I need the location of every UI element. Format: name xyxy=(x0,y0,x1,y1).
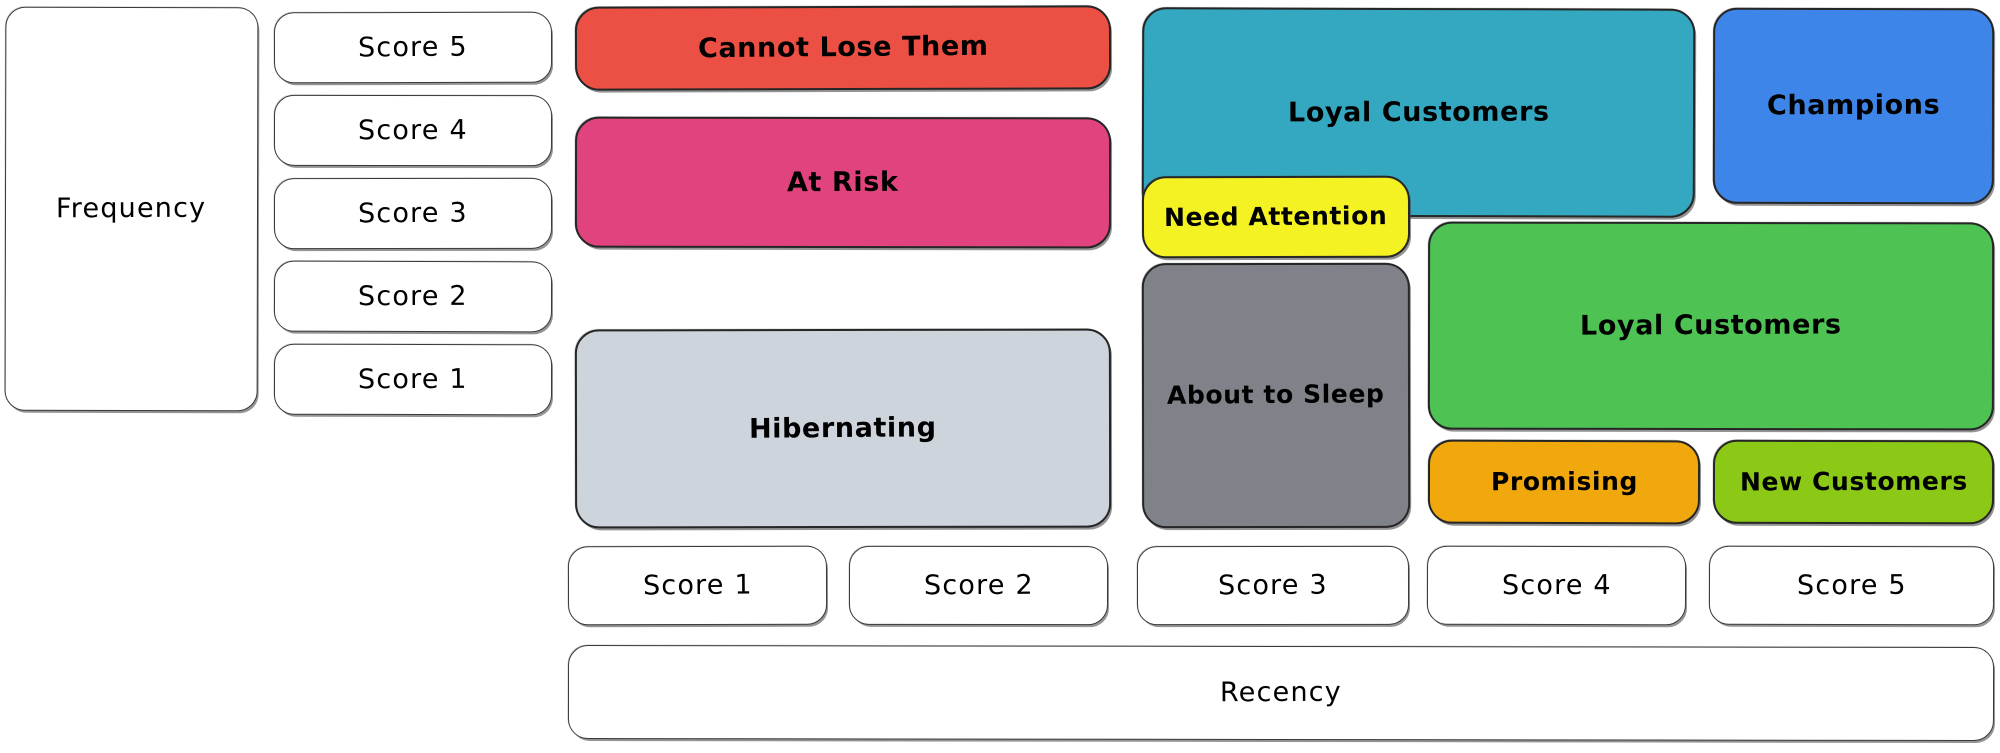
recency-score-1-box[interactable]: Score 1 xyxy=(567,545,828,626)
segment-about-to-sleep-label: About to Sleep xyxy=(1167,379,1385,410)
frequency-score-5-label: Score 5 xyxy=(357,31,469,64)
segment-promising-label: Promising xyxy=(1490,466,1638,496)
frequency-score-2-box[interactable]: Score 2 xyxy=(273,260,553,333)
recency-score-5-label: Score 5 xyxy=(1796,569,1907,602)
frequency-axis-label: Frequency xyxy=(56,193,207,225)
recency-score-4-label: Score 4 xyxy=(1501,569,1612,602)
recency-score-1-label: Score 1 xyxy=(642,569,753,602)
segment-about-to-sleep[interactable]: About to Sleep xyxy=(1141,262,1411,529)
segment-need-attention[interactable]: Need Attention xyxy=(1141,175,1411,259)
segment-loyal-customers-green-label: Loyal Customers xyxy=(1580,309,1842,343)
segment-champions[interactable]: Champions xyxy=(1712,7,1995,205)
frequency-score-1-box[interactable]: Score 1 xyxy=(273,343,553,416)
frequency-score-3-box[interactable]: Score 3 xyxy=(273,177,553,250)
frequency-score-3-label: Score 3 xyxy=(357,197,469,230)
recency-score-2-label: Score 2 xyxy=(923,569,1034,602)
recency-axis-label-box: Recency xyxy=(567,645,1995,741)
frequency-score-2-label: Score 2 xyxy=(358,280,468,313)
segment-hibernating[interactable]: Hibernating xyxy=(574,328,1112,529)
segment-at-risk-label: At Risk xyxy=(787,166,899,199)
segment-cannot-lose-them-label: Cannot Lose Them xyxy=(697,31,989,65)
recency-score-3-box[interactable]: Score 3 xyxy=(1136,545,1410,626)
segment-new-customers[interactable]: New Customers xyxy=(1712,439,1995,525)
frequency-score-1-label: Score 1 xyxy=(358,363,468,396)
frequency-score-4-box[interactable]: Score 4 xyxy=(273,94,553,167)
recency-score-5-box[interactable]: Score 5 xyxy=(1708,545,1995,626)
segment-loyal-customers-green[interactable]: Loyal Customers xyxy=(1427,221,1995,431)
recency-score-2-box[interactable]: Score 2 xyxy=(848,545,1109,626)
recency-axis-label: Recency xyxy=(1219,677,1343,709)
segment-need-attention-label: Need Attention xyxy=(1164,200,1388,232)
segment-cannot-lose-them[interactable]: Cannot Lose Them xyxy=(574,5,1112,91)
segment-loyal-customers-teal-label: Loyal Customers xyxy=(1287,96,1550,129)
segment-promising[interactable]: Promising xyxy=(1427,439,1701,525)
frequency-score-4-label: Score 4 xyxy=(358,114,468,147)
frequency-score-5-box[interactable]: Score 5 xyxy=(273,11,553,84)
frequency-axis-label-box: Frequency xyxy=(4,6,259,412)
recency-score-3-label: Score 3 xyxy=(1217,569,1329,602)
recency-score-4-box[interactable]: Score 4 xyxy=(1426,545,1687,626)
segment-champions-label: Champions xyxy=(1766,90,1941,122)
segment-hibernating-label: Hibernating xyxy=(749,412,937,445)
segment-at-risk[interactable]: At Risk xyxy=(574,116,1112,249)
segment-new-customers-label: New Customers xyxy=(1739,466,1968,497)
